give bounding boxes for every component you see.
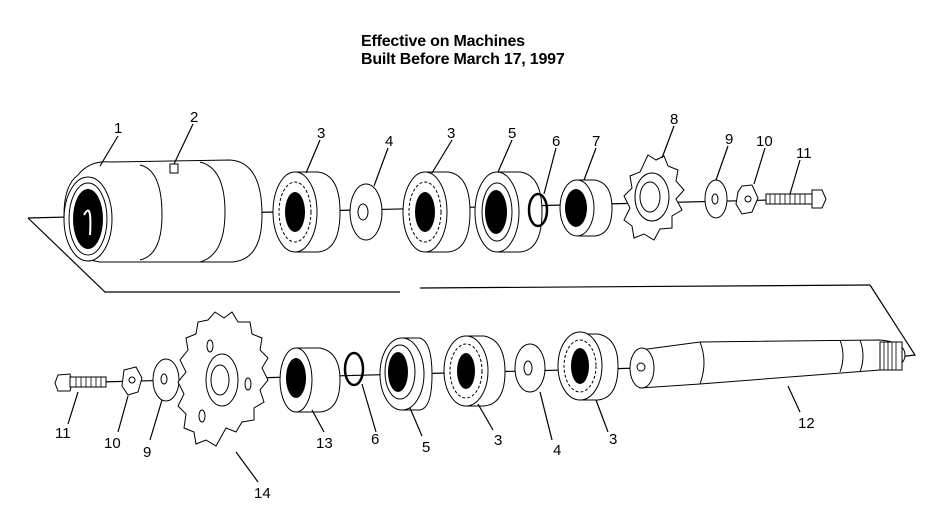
callout-3-bearing: 3: [317, 125, 325, 142]
callout-11-bolt: 11: [55, 425, 71, 442]
callout-14-sprocket: 14: [254, 485, 271, 502]
title-line-1: Effective on Machines: [361, 33, 525, 50]
callout-6-o-ring: 6: [371, 431, 379, 448]
callout-leaders: [67, 123, 801, 483]
callout-2-grease-fitting: 2: [190, 109, 198, 126]
part-washer-top: [704, 179, 728, 219]
callout-11-bolt: 11: [796, 145, 812, 162]
part-bushing-top: [559, 179, 613, 237]
callout-6-o-ring: 6: [552, 133, 560, 150]
callouts-top: 1 2 3 4 3 5 6 7 8 9 10 11: [114, 109, 812, 162]
callout-5-seal-bearing: 5: [422, 439, 430, 456]
part-bearing-top-1: [272, 171, 341, 253]
title-line-2: Built Before March 17, 1997: [361, 51, 565, 68]
callout-8-sprocket: 8: [670, 111, 678, 128]
part-bearing-top-2: [402, 171, 471, 253]
callout-9-washer: 9: [725, 131, 733, 148]
diagram-title: Effective on Machines Built Before March…: [361, 33, 565, 69]
callout-13-bushing: 13: [316, 435, 333, 452]
part-housing: [63, 159, 263, 263]
callout-3-bearing: 3: [494, 432, 502, 449]
part-lock-washer-top: [735, 184, 759, 215]
part-spacer-bottom: [514, 343, 546, 393]
callout-9-washer: 9: [143, 444, 151, 461]
callout-4-spacer: 4: [553, 442, 561, 459]
callout-5-seal-bearing: 5: [508, 125, 516, 142]
part-washer-bottom: [152, 358, 180, 402]
part-bolt-bottom: [54, 373, 107, 392]
part-bearing-bottom-2: [557, 331, 619, 401]
callout-12-shaft: 12: [798, 415, 815, 432]
callout-10-lock-washer: 10: [104, 435, 121, 452]
part-o-ring-bottom: [343, 351, 365, 387]
part-bolt-top: [765, 189, 827, 209]
callout-10-lock-washer: 10: [756, 133, 773, 150]
part-seal-bearing-top: [474, 171, 543, 253]
part-o-ring-top: [527, 192, 549, 228]
callout-4-spacer: 4: [385, 133, 393, 150]
part-shaft: [629, 339, 906, 389]
callout-3-bearing: 3: [447, 125, 455, 142]
part-bearing-bottom-1: [443, 335, 506, 407]
part-sprocket-small: [623, 154, 685, 241]
callout-1-housing: 1: [114, 120, 122, 137]
callout-7-bushing: 7: [592, 133, 600, 150]
callout-3-bearing: 3: [609, 431, 617, 448]
part-bushing-bottom: [279, 347, 341, 413]
part-sprocket-large: [177, 311, 269, 447]
part-lock-washer-bottom: [121, 366, 143, 396]
part-spacer-top: [349, 183, 383, 241]
part-seal-bearing-bottom: [379, 337, 433, 411]
callouts-bottom: 11 10 9 14 13 6 5 3 4 3 12: [55, 415, 815, 502]
